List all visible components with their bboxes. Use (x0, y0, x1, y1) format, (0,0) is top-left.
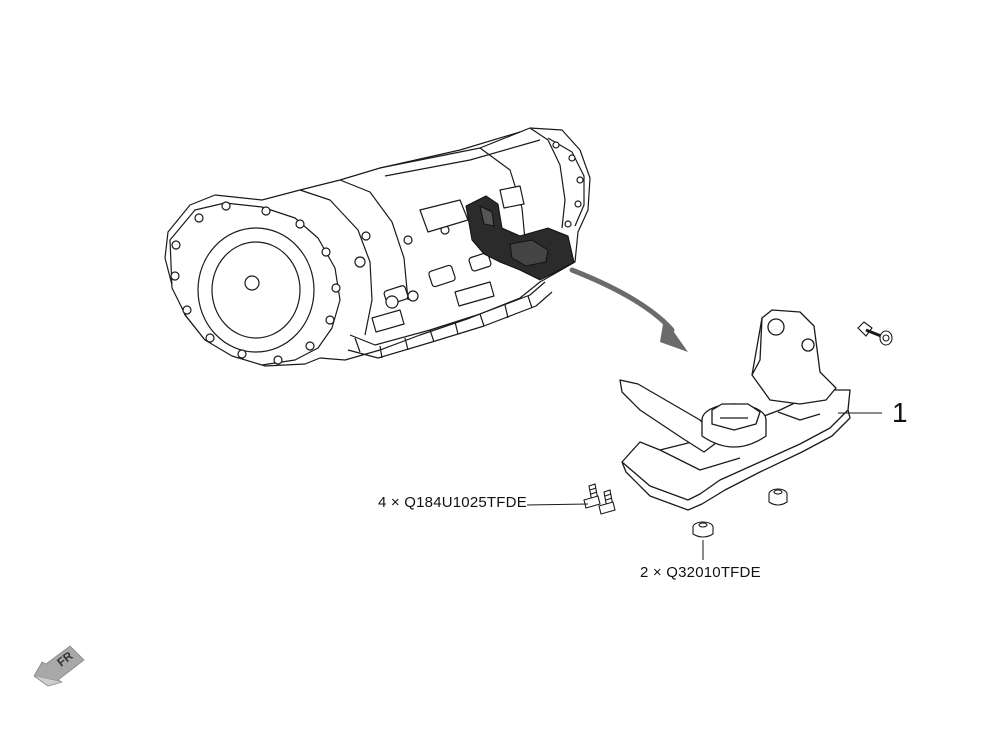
mount-bolts (583, 483, 616, 515)
part-callout-number: 1 (892, 397, 908, 428)
stud-bolt (857, 321, 893, 346)
mount-nut (692, 521, 714, 560)
transfer-arrow (569, 267, 688, 352)
bolt-fastener-label: 4 × Q184U1025TFDE (378, 494, 527, 511)
fr-orientation-arrow (33, 645, 85, 687)
transmission-assembly (164, 127, 591, 367)
bracket-nut (768, 488, 788, 506)
nut-fastener-label: 2 × Q32010TFDE (640, 564, 761, 581)
transmission-mount-bracket (619, 309, 851, 511)
leader-lines (526, 412, 882, 506)
mounted-bracket-highlight (465, 195, 575, 281)
